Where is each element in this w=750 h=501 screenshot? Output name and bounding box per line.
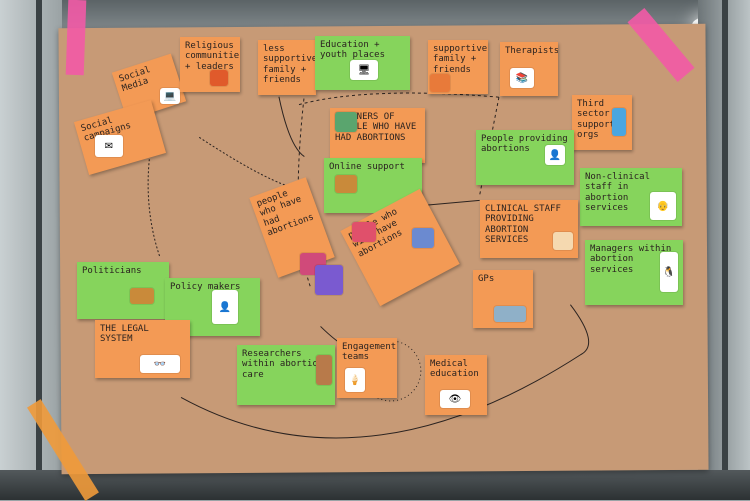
note-text: Therapists (505, 46, 558, 56)
note-text: Religious communities + leaders (185, 41, 240, 72)
note-text: Engagement teams (342, 342, 397, 363)
pink-tape-top-left (65, 0, 87, 76)
stethoscope-icon (494, 306, 526, 322)
note-text: Managers within abortion services (590, 244, 672, 275)
jar-icon (316, 355, 332, 385)
note-text: CLINICAL STAFF PROVIDING ABORTION SERVIC… (485, 204, 561, 246)
goggles-icon: 👓 (140, 355, 180, 373)
figure-icon: 👤 (545, 145, 565, 165)
note-text: PARTNERS OF PEOPLE WHO HAVE HAD ABORTION… (335, 112, 417, 143)
turtle-icon (130, 288, 154, 304)
note-text: Online support (329, 162, 405, 172)
note-text: Medical education (430, 359, 479, 380)
floor (0, 470, 750, 500)
ice-cream-icon: 🍦 (345, 368, 365, 392)
person-portrait-icon: 👴 (650, 192, 676, 220)
note-education-youth: Education + youth places (315, 36, 410, 90)
penguin-icon: 🐧 (660, 252, 678, 292)
window-frame-right (722, 0, 728, 500)
note-text: GPs (478, 274, 495, 284)
note-text: people who have had abortions (255, 188, 316, 239)
note-text: Researchers within abortion care (242, 349, 324, 380)
campaign-badge-icon: ✉ (95, 135, 123, 157)
note-religious-communities: Religious communities + leaders (180, 37, 240, 92)
bread-icon (553, 232, 573, 250)
note-text: less supportive family + friends (263, 44, 316, 86)
flower-icon (210, 70, 228, 86)
dove-icon (412, 228, 434, 248)
note-text: Politicians (82, 266, 142, 276)
thinker-icon: 👤 (212, 290, 238, 324)
bouquet-icon (430, 74, 450, 92)
note-text: Policy makers (170, 282, 241, 292)
note-text: Third sector support orgs (577, 99, 615, 141)
bird-icon (335, 112, 357, 132)
note-third-sector: Third sector support orgs (572, 95, 632, 150)
note-text: People providing abortions (481, 134, 568, 155)
note-text: supportive family + friends (433, 44, 488, 75)
fairy-icon (315, 265, 343, 295)
note-clinical-staff: CLINICAL STAFF PROVIDING ABORTION SERVIC… (480, 200, 578, 258)
note-politicians: Politicians (77, 262, 169, 319)
lightning-icon (612, 108, 626, 136)
eye-icon: 👁 (440, 390, 470, 408)
note-text: THE LEGAL SYSTEM (100, 324, 149, 345)
note-text: Non-clinical staff in abortion services (585, 172, 651, 214)
note-less-supportive-family: less supportive family + friends (258, 40, 316, 95)
note-text: Education + youth places (320, 40, 386, 61)
strawberry-icon (352, 222, 376, 242)
book-stack-icon: 📚 (510, 68, 534, 88)
laptop-icon: 💻 (160, 88, 180, 104)
computer-icon: 🖥 (350, 60, 378, 80)
note-partners: PARTNERS OF PEOPLE WHO HAVE HAD ABORTION… (330, 108, 425, 163)
bug-icon (335, 175, 357, 193)
note-text: Social Media (117, 65, 152, 95)
window-frame-left (36, 0, 42, 500)
